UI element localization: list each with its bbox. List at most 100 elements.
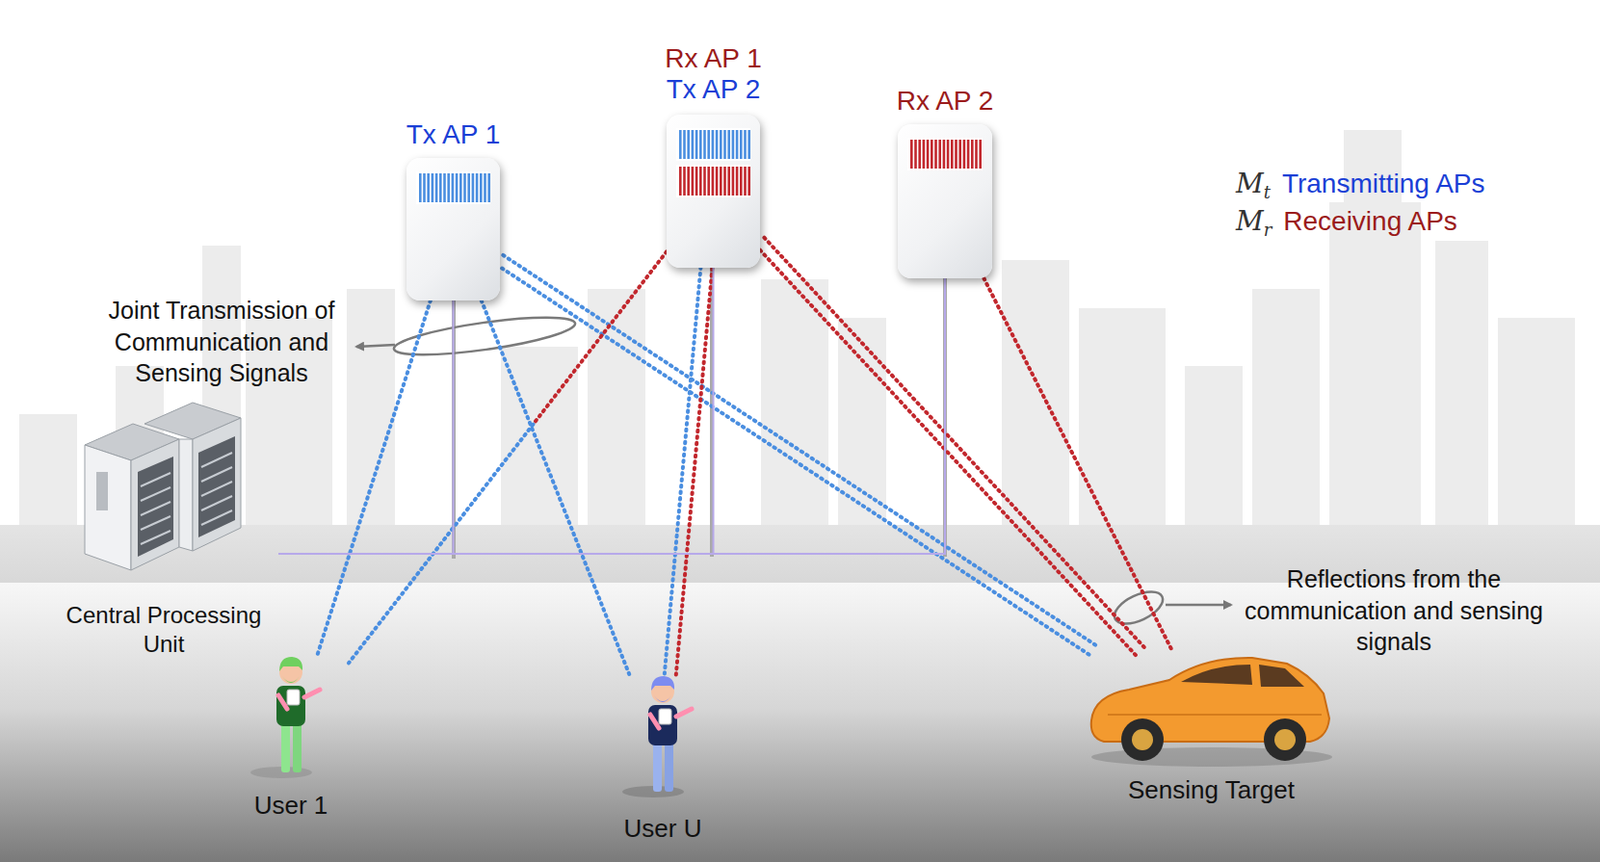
- figure-label: User 1: [254, 789, 329, 822]
- array-element: [679, 166, 682, 196]
- array-element: [922, 139, 926, 169]
- signal-link: [316, 300, 430, 656]
- array-element: [419, 173, 422, 203]
- transmit-segment: [348, 424, 533, 664]
- car-figure: [1091, 657, 1333, 767]
- array-element: [715, 166, 719, 196]
- array-element: [914, 139, 918, 169]
- access-point-box: Rx AP 1Tx AP 2: [666, 114, 761, 268]
- ap-label: Tx AP 1: [406, 119, 501, 151]
- array-element: [747, 166, 751, 196]
- array-element: [723, 166, 727, 196]
- array-element: [747, 130, 751, 159]
- ap-heading-group: Rx AP 2: [896, 85, 995, 117]
- array-element: [930, 139, 934, 169]
- array-element: [707, 130, 710, 159]
- array-element: [727, 166, 731, 196]
- array-element: [743, 130, 747, 159]
- array-element: [735, 166, 739, 196]
- fronthaul-wire: [278, 267, 714, 554]
- signal-path: [664, 266, 702, 674]
- ap-heading-group: Tx AP 1: [406, 119, 501, 151]
- array-element: [443, 173, 446, 203]
- array-element: [958, 139, 962, 169]
- array-element: [954, 139, 958, 169]
- antenna-array: [406, 157, 500, 301]
- array-element: [435, 173, 439, 203]
- fronthaul-wire: [278, 278, 945, 554]
- array-element: [686, 130, 690, 159]
- math-symbol: M: [1235, 205, 1264, 237]
- array-element: [926, 139, 930, 169]
- array-element: [727, 130, 731, 159]
- array-element: [739, 166, 743, 196]
- reflection-segment: [532, 251, 667, 424]
- array-element: [732, 130, 735, 159]
- figure-node: User U: [604, 674, 721, 844]
- fronthaul-link: [278, 278, 945, 554]
- array-element: [715, 130, 719, 159]
- array-element: [711, 130, 715, 159]
- signal-path: [983, 278, 1173, 652]
- array-element: [950, 139, 954, 169]
- array-element: [974, 139, 978, 169]
- signal-path: [763, 237, 1144, 648]
- array-element: [739, 130, 743, 159]
- math-symbol: M: [1235, 167, 1264, 200]
- signal-link: [481, 300, 630, 675]
- user-u-figure: [622, 676, 692, 798]
- signal-link: [497, 255, 1099, 656]
- ap-label: Rx AP 2: [896, 85, 995, 117]
- signal-link: [756, 237, 1145, 656]
- access-point-box: Tx AP 1: [406, 157, 500, 301]
- array-panel: [676, 128, 751, 161]
- array-element: [946, 139, 950, 169]
- array-element: [943, 139, 946, 169]
- legend-text: Receiving APs: [1283, 206, 1458, 237]
- array-element: [918, 139, 921, 169]
- array-panel: [416, 171, 491, 205]
- array-element: [455, 173, 459, 203]
- array-element: [691, 130, 695, 159]
- array-element: [451, 173, 455, 203]
- signal-path: [502, 255, 1098, 647]
- array-element: [422, 173, 426, 203]
- array-element: [479, 173, 483, 203]
- fronthaul-link: [278, 267, 714, 554]
- array-element: [699, 130, 703, 159]
- callout-label: Joint Transmission of Communication and …: [96, 294, 347, 390]
- signal-path: [481, 300, 630, 675]
- legend-text: Transmitting APs: [1282, 168, 1486, 199]
- array-element: [967, 139, 971, 169]
- array-element: [970, 139, 974, 169]
- figure-label: User U: [624, 813, 703, 845]
- figure-node: Sensing Target: [1078, 651, 1344, 806]
- array-element: [711, 166, 715, 196]
- callout-ellipses: [356, 310, 1232, 630]
- array-element: [723, 130, 727, 159]
- signal-path: [497, 264, 1092, 656]
- array-element: [467, 173, 471, 203]
- array-element: [682, 166, 686, 196]
- array-element: [938, 139, 942, 169]
- array-panel: [907, 137, 983, 171]
- array-element: [699, 166, 703, 196]
- cpu-servers: [84, 402, 241, 571]
- array-element: [679, 130, 682, 159]
- array-panel: [676, 164, 751, 198]
- array-element: [719, 166, 723, 196]
- figure-label: Central Processing Unit: [49, 601, 279, 659]
- ground: [0, 582, 1600, 862]
- antenna-array: [666, 114, 761, 268]
- signal-path: [316, 300, 430, 656]
- antenna-array: [897, 124, 993, 279]
- array-element: [459, 173, 463, 203]
- array-element: [743, 166, 747, 196]
- array-element: [934, 139, 938, 169]
- math-subscript: t: [1263, 182, 1271, 203]
- array-element: [735, 130, 739, 159]
- ap-label: Rx AP 1: [664, 43, 762, 75]
